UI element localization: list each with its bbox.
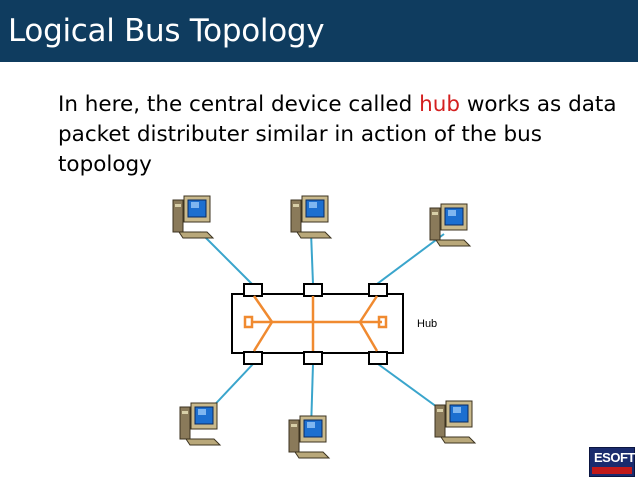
cable-top-left bbox=[199, 231, 253, 285]
slide-body-text: In here, the central device called hub w… bbox=[58, 90, 618, 180]
hub-device bbox=[231, 283, 404, 365]
computer-bottom-left-icon bbox=[179, 402, 221, 446]
body-text-start: In here, the central device called bbox=[58, 92, 420, 117]
slide-title: Logical Bus Topology bbox=[8, 13, 325, 49]
body-text-end: works as data packet distributer similar… bbox=[58, 92, 617, 177]
computer-bottom-right-icon bbox=[434, 400, 476, 444]
cable-top-right bbox=[376, 233, 445, 285]
hub-highlight: hub bbox=[419, 92, 460, 117]
title-bar: Logical Bus Topology bbox=[0, 0, 638, 62]
hub-internal-bus bbox=[243, 295, 388, 352]
computer-bottom-center-icon bbox=[288, 415, 330, 459]
computer-top-center-icon bbox=[290, 195, 332, 239]
esoft-logo: ESOFT bbox=[589, 447, 635, 477]
cable-top-center bbox=[310, 231, 314, 285]
logo-text: ESOFT bbox=[594, 450, 635, 465]
logo-bar bbox=[592, 467, 632, 474]
computer-top-left-icon bbox=[172, 195, 214, 239]
hub-label: Hub bbox=[417, 318, 438, 330]
computer-top-right-icon bbox=[429, 203, 471, 247]
